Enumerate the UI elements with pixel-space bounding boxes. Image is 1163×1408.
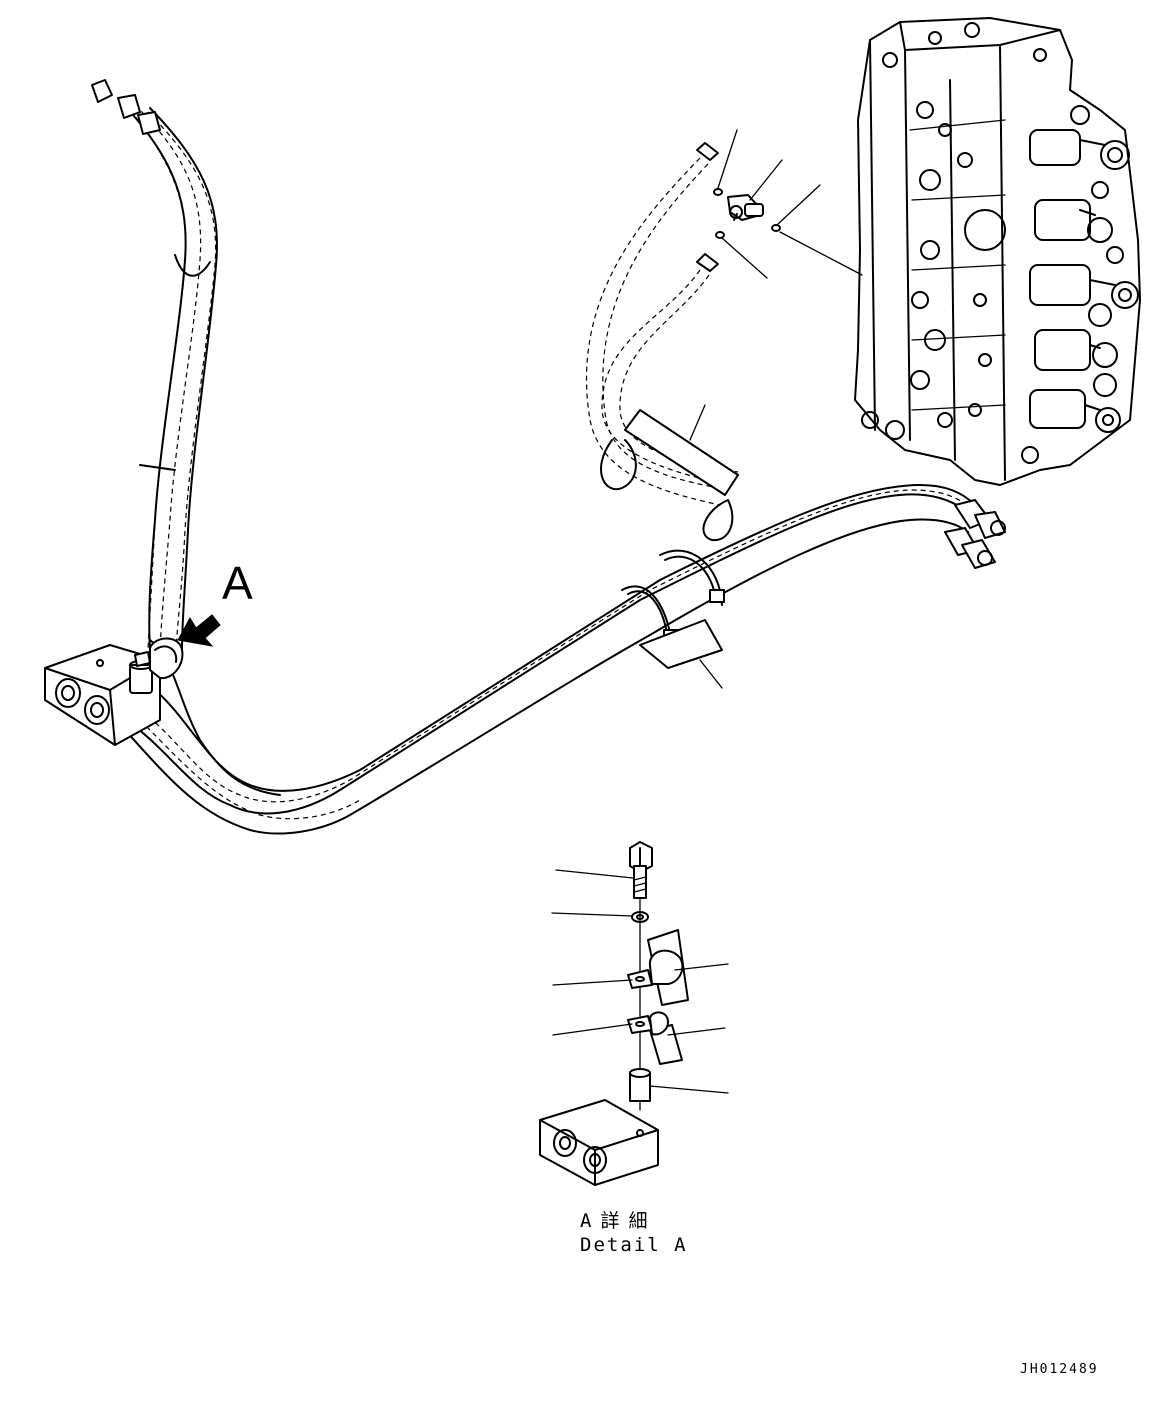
tee-fitting-icon	[727, 194, 764, 221]
view-label: A	[222, 557, 253, 609]
detail-caption-jp: A詳細	[580, 1210, 657, 1232]
small-hose-pair	[585, 142, 739, 506]
drawing-id: JH012489	[1020, 1362, 1099, 1377]
filled-arrow-icon	[177, 614, 221, 647]
washer-icon	[631, 911, 649, 923]
bolt-icon	[629, 841, 653, 899]
detail-caption-en: Detail A	[580, 1234, 688, 1256]
hose-band-clamp	[621, 549, 725, 669]
clamp-icon	[627, 1011, 683, 1065]
clamp-icon	[129, 637, 184, 694]
control-valve-icon	[854, 17, 1141, 486]
spacer-icon	[629, 1068, 651, 1102]
main-hose-assembly	[91, 79, 1006, 835]
detail-a-exploded-view	[539, 841, 729, 1186]
protector-sleeve	[600, 409, 739, 542]
mounting-block-icon	[539, 1099, 659, 1186]
clamp-icon	[627, 929, 689, 1006]
o-ring-icon	[713, 188, 781, 239]
